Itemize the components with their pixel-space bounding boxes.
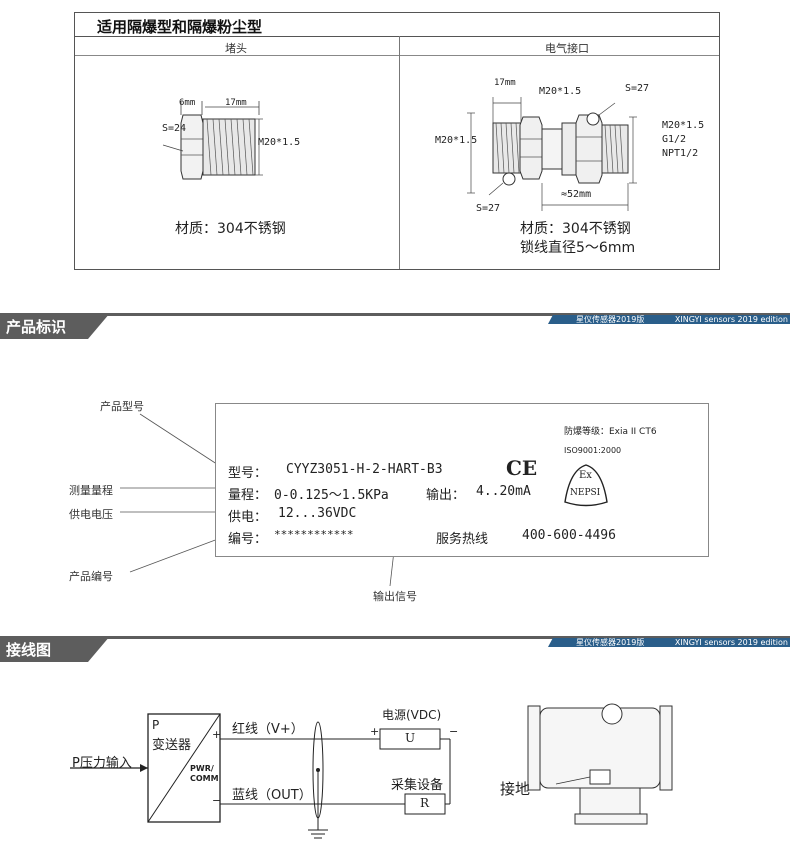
hotline-label: 服务热线: [436, 532, 489, 547]
red-wire-label: 红线（V+）: [232, 722, 304, 737]
model-value: CYYZ3051-H-2-HART-B3: [286, 462, 443, 477]
connector-thread-top: M20*1.5: [539, 86, 582, 97]
r-label: R: [420, 796, 430, 810]
minus-terminal: −: [212, 794, 222, 807]
wiring-diagram: [70, 703, 673, 839]
model-label: 型号：: [228, 466, 268, 481]
ce-mark: CE: [506, 456, 538, 480]
power-supply-label: 电源(VDC): [382, 708, 442, 722]
ex-mark-top: Ex: [579, 470, 592, 481]
range-label: 量程：: [228, 488, 268, 503]
blue-wire-label: 蓝线（OUT）: [232, 788, 312, 803]
connector-material: 材质：304不锈钢: [520, 221, 631, 237]
connector-thread-left: M20*1.5: [435, 135, 478, 146]
plug-material: 材质：304不锈钢: [175, 221, 286, 237]
pressure-input-label: P压力输入: [72, 756, 132, 771]
brand-cn: 星仪传感器2019版: [576, 315, 645, 324]
serial-label: 编号：: [228, 532, 268, 547]
connector-cable-diameter: 锁线直径5～6mm: [520, 240, 636, 256]
acquisition-label: 采集设备: [391, 778, 444, 793]
callout-range: 测量量程: [69, 484, 113, 497]
divider: [75, 36, 719, 37]
column-header-connector: 电气接口: [545, 42, 589, 55]
transmitter-name: 变送器: [152, 738, 192, 753]
plus-terminal: +: [212, 728, 222, 741]
brand-strip: 星仪传感器2019版 XINGYI sensors 2019 edition: [548, 315, 790, 324]
transmitter-p: P: [152, 718, 160, 732]
supply-plus: +: [370, 725, 380, 738]
brand-en: XINGYI sensors 2019 edition: [674, 315, 788, 324]
callout-output: 输出信号: [373, 590, 417, 603]
hotline-value: 400-600-4496: [522, 528, 616, 543]
spec-table: 适用隔爆型和隔爆粉尘型 堵头 电气接口 6mm 17mm S=24 M20*1.…: [74, 12, 720, 270]
ex-mark-bottom: NEPSI: [570, 488, 601, 498]
brand-en: XINGYI sensors 2019 edition: [674, 638, 788, 647]
ground-label: 接地: [500, 780, 531, 798]
connector-overall-length: ≈52mm: [561, 189, 592, 200]
connector-thread-option: NPT1/2: [662, 148, 699, 159]
supply-label: 供电：: [228, 510, 268, 525]
range-value: 0-0.125～1.5KPa: [274, 488, 389, 503]
connector-dim-length: 17mm: [494, 78, 516, 88]
plug-hex-size: S=24: [162, 123, 187, 134]
supply-minus: −: [449, 725, 459, 738]
table-title: 适用隔爆型和隔爆粉尘型: [97, 18, 263, 36]
section-title: 产品标识: [6, 318, 67, 336]
output-label: 输出：: [426, 488, 466, 503]
connector-thread-option: M20*1.5: [662, 120, 705, 131]
connector-hex-top: S=27: [625, 83, 650, 94]
section-banner-product-id: 产品标识 星仪传感器2019版 XINGYI sensors 2019 edit…: [0, 313, 790, 339]
explosion-grade: 防爆等级：Exia II CT6: [564, 427, 657, 437]
output-value: 4..20mA: [476, 484, 531, 499]
plug-thread: M20*1.5: [258, 137, 301, 148]
plug-drawing: [162, 101, 263, 180]
pwr-label: PWR/: [190, 764, 214, 773]
supply-value: 12...36VDC: [278, 506, 357, 521]
brand-strip: 星仪传感器2019版 XINGYI sensors 2019 edition: [548, 638, 790, 647]
section-title: 接线图: [6, 641, 52, 659]
comm-label: COMM: [190, 774, 219, 783]
u-label: U: [405, 731, 416, 745]
plug-dim-a: 6mm: [179, 98, 196, 108]
column-header-plug: 堵头: [225, 42, 247, 55]
iso-cert: ISO9001:2000: [564, 446, 622, 455]
section-banner-wiring: 接线图 星仪传感器2019版 XINGYI sensors 2019 editi…: [0, 636, 790, 662]
plug-dim-b: 17mm: [225, 98, 247, 108]
callout-serial: 产品编号: [69, 570, 113, 583]
nameplate: 防爆等级：Exia II CT6 ISO9001:2000 型号： CYYZ30…: [215, 403, 709, 557]
serial-value: ************: [274, 528, 354, 541]
connector-drawing: [467, 97, 637, 211]
divider: [75, 55, 719, 56]
connector-hex-bottom: S=27: [476, 203, 501, 214]
connector-thread-option: G1/2: [662, 134, 687, 145]
brand-cn: 星仪传感器2019版: [576, 638, 645, 647]
callout-supply: 供电电压: [69, 508, 113, 521]
ex-mark-icon: [564, 464, 608, 507]
divider: [399, 36, 400, 269]
callout-model: 产品型号: [100, 400, 144, 413]
